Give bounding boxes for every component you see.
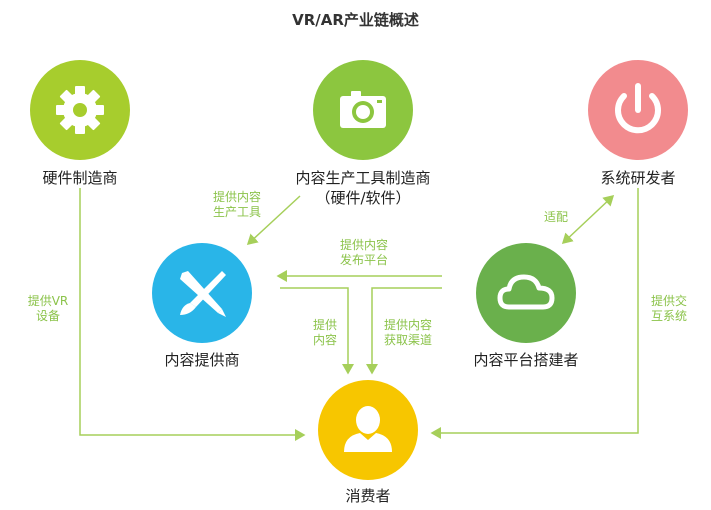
pen-brush-icon <box>180 271 226 317</box>
label-tools-line2: （硬件/软件） <box>315 189 411 207</box>
node-system-dev <box>588 60 688 160</box>
edge-platform-to-consumer <box>366 287 442 375</box>
node-hardware <box>30 60 130 160</box>
edge-label-content-to-consumer: 提供 内容 <box>312 318 337 347</box>
edge-label-dev-platform: 适配 <box>544 210 569 224</box>
cloud-icon <box>497 274 555 310</box>
camera-icon <box>340 91 386 128</box>
edge-label-platform-to-consumer: 提供内容 获取渠道 <box>383 318 432 347</box>
edge-dev-to-consumer <box>430 188 639 439</box>
edge-dev-platform <box>561 194 615 245</box>
label-tools: 内容生产工具制造商 （硬件/软件） <box>263 168 463 208</box>
label-content-provider: 内容提供商 <box>164 351 240 369</box>
node-content-provider <box>152 243 252 343</box>
edge-label-platform-to-content: 提供内容 发布平台 <box>339 238 388 267</box>
edge-label-hardware-to-consumer: 提供VR 设备 <box>27 294 69 323</box>
power-icon <box>615 83 661 134</box>
user-icon <box>344 406 392 452</box>
diagram-title: VR/AR产业链概述 <box>292 11 419 29</box>
node-tools <box>313 60 413 160</box>
edge-label-dev-to-consumer: 提供交 互系统 <box>650 294 687 323</box>
edge-label-tools-to-content: 提供内容 生产工具 <box>212 190 261 219</box>
label-consumer: 消费者 <box>345 487 391 505</box>
node-consumer <box>318 380 418 480</box>
gear-icon <box>56 86 104 134</box>
label-platform: 内容平台搭建者 <box>473 351 579 369</box>
label-hardware: 硬件制造商 <box>42 169 118 187</box>
label-system-dev: 系统研发者 <box>600 169 676 187</box>
edge-content-to-consumer <box>280 287 354 375</box>
edge-hardware-to-consumer <box>79 188 306 441</box>
node-platform <box>476 243 576 343</box>
edge-tools-to-content <box>246 195 301 246</box>
label-tools-line1: 内容生产工具制造商 <box>295 169 431 187</box>
